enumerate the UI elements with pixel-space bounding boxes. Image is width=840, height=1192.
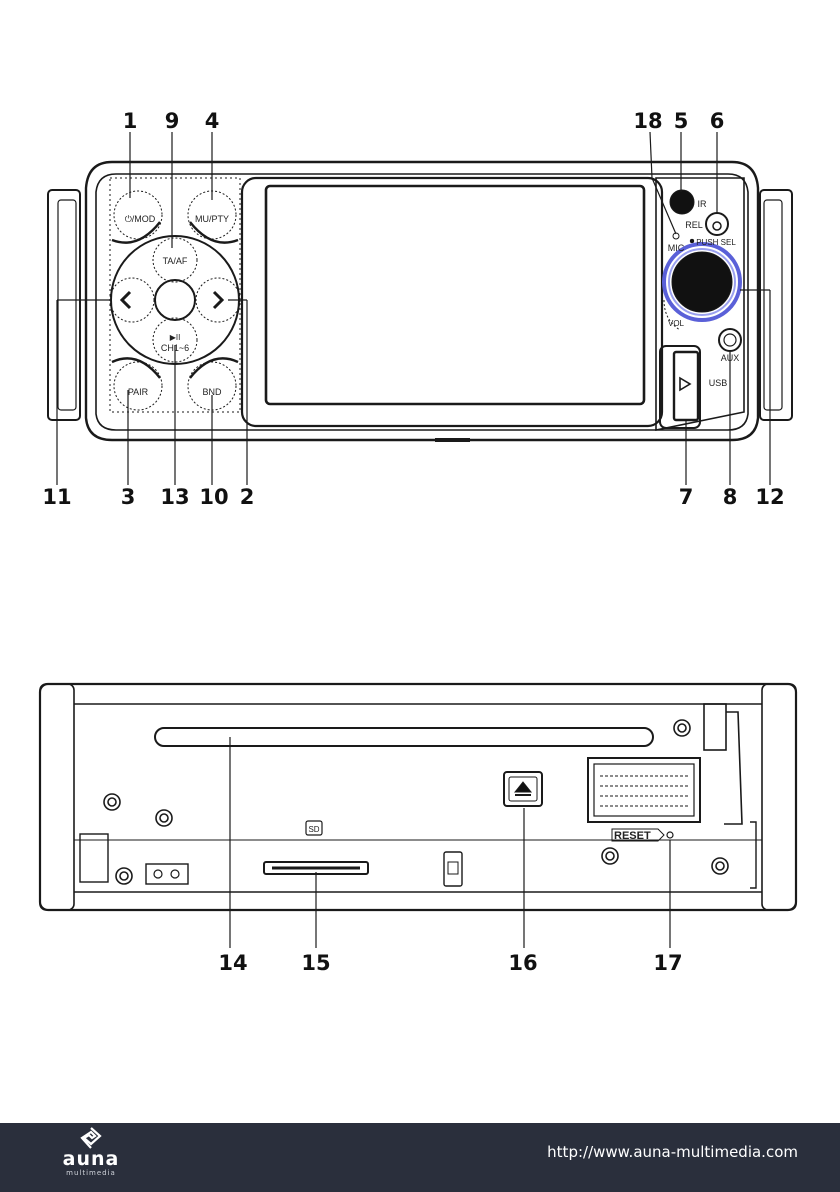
callout-9: 9 [165, 109, 180, 133]
brand-name: auna [46, 1149, 136, 1169]
left-latch [80, 834, 108, 882]
fuse-pin-2 [171, 870, 179, 878]
reset-hole[interactable] [667, 832, 673, 838]
front-housing-inner [96, 174, 748, 430]
left-bracket-inner [58, 200, 76, 410]
usb-arrow-icon [680, 378, 690, 390]
small-switch-inner [448, 862, 458, 874]
aux-jack[interactable] [719, 329, 741, 351]
aux-label: AUX [721, 353, 740, 363]
chevron-right-icon [214, 292, 222, 308]
rear-housing [40, 684, 796, 910]
right-bracket [760, 190, 792, 420]
rear-leader-lines [230, 737, 670, 948]
callout-18: 18 [633, 109, 662, 133]
mute-pty-label: MU/PTY [195, 214, 229, 224]
mic-label: MIC [668, 243, 685, 253]
callout-16: 16 [508, 951, 537, 975]
rel-label: REL [685, 220, 703, 230]
pair-button-edge [112, 358, 160, 378]
sd-label: SD [308, 825, 319, 834]
band-button-edge [190, 358, 238, 378]
callout-17: 17 [653, 951, 682, 975]
center-button[interactable] [155, 280, 195, 320]
screw-holes [104, 720, 728, 884]
callout-1: 1 [123, 109, 138, 133]
aux-jack-inner [724, 334, 736, 346]
brand-logo: auna multimedia [46, 1127, 136, 1189]
right-bracket-inner [764, 200, 782, 410]
release-icon [713, 222, 721, 230]
push-sel-label: PUSH SEL [696, 238, 736, 247]
rear-panel-diagram [40, 684, 796, 948]
chevron-left-icon [122, 292, 130, 308]
front-housing [86, 162, 758, 440]
front-panel-labels: ⏻/MOD MU/PTY TA/AF ▶II CH1~6 PAIR BND IR… [125, 199, 740, 397]
play-symbol-label: ▶II [170, 333, 181, 342]
callout-3: 3 [121, 485, 136, 509]
front-panel-diagram [48, 132, 792, 485]
screen-bezel [242, 178, 662, 426]
usb-label: USB [709, 378, 728, 388]
rear-left-bracket [40, 684, 74, 910]
callout-15: 15 [301, 951, 330, 975]
rear-connector [588, 758, 700, 822]
left-bracket [48, 190, 80, 420]
fuse-pin-1 [154, 870, 162, 878]
sel-dot [690, 239, 694, 243]
brand-sub: multimedia [46, 1169, 136, 1177]
callout-14: 14 [218, 951, 247, 975]
rear-panel-labels: RESET SD [308, 825, 651, 842]
pair-label: PAIR [128, 387, 149, 397]
callout-7: 7 [679, 485, 694, 509]
callout-8: 8 [723, 485, 738, 509]
ch-label: CH1~6 [161, 343, 189, 353]
callout-10: 10 [199, 485, 228, 509]
pair-button[interactable] [114, 362, 162, 410]
callout-6: 6 [710, 109, 725, 133]
eject-icon [515, 782, 531, 792]
connector-pins [600, 776, 688, 806]
rear-connector-inner [594, 764, 694, 816]
page-footer: auna multimedia http://www.auna-multimed… [0, 1123, 840, 1192]
band-label: BND [202, 387, 222, 397]
brand-mark-icon [76, 1127, 106, 1149]
antenna-socket [704, 704, 726, 750]
callout-2: 2 [240, 485, 255, 509]
ir-label: IR [698, 199, 708, 209]
callout-5: 5 [674, 109, 689, 133]
release-button[interactable] [706, 213, 728, 235]
fuse-holder [146, 864, 188, 884]
volume-knob[interactable] [672, 252, 732, 312]
rear-callouts: 14 15 16 17 [218, 951, 682, 975]
display-screen [266, 186, 644, 404]
callout-11: 11 [42, 485, 71, 509]
website-link[interactable]: http://www.auna-multimedia.com [547, 1143, 798, 1161]
prev-button[interactable] [110, 278, 154, 322]
ir-sensor [670, 190, 694, 214]
ta-af-label: TA/AF [163, 256, 188, 266]
callout-12: 12 [755, 485, 784, 509]
rear-right-bracket [762, 684, 796, 910]
small-switch [444, 852, 462, 886]
callout-13: 13 [160, 485, 189, 509]
vol-label: VOL [668, 319, 685, 328]
reset-label: RESET [614, 830, 651, 842]
power-mode-label: ⏻/MOD [125, 214, 156, 224]
right-latch [750, 822, 756, 888]
callout-4: 4 [205, 109, 220, 133]
